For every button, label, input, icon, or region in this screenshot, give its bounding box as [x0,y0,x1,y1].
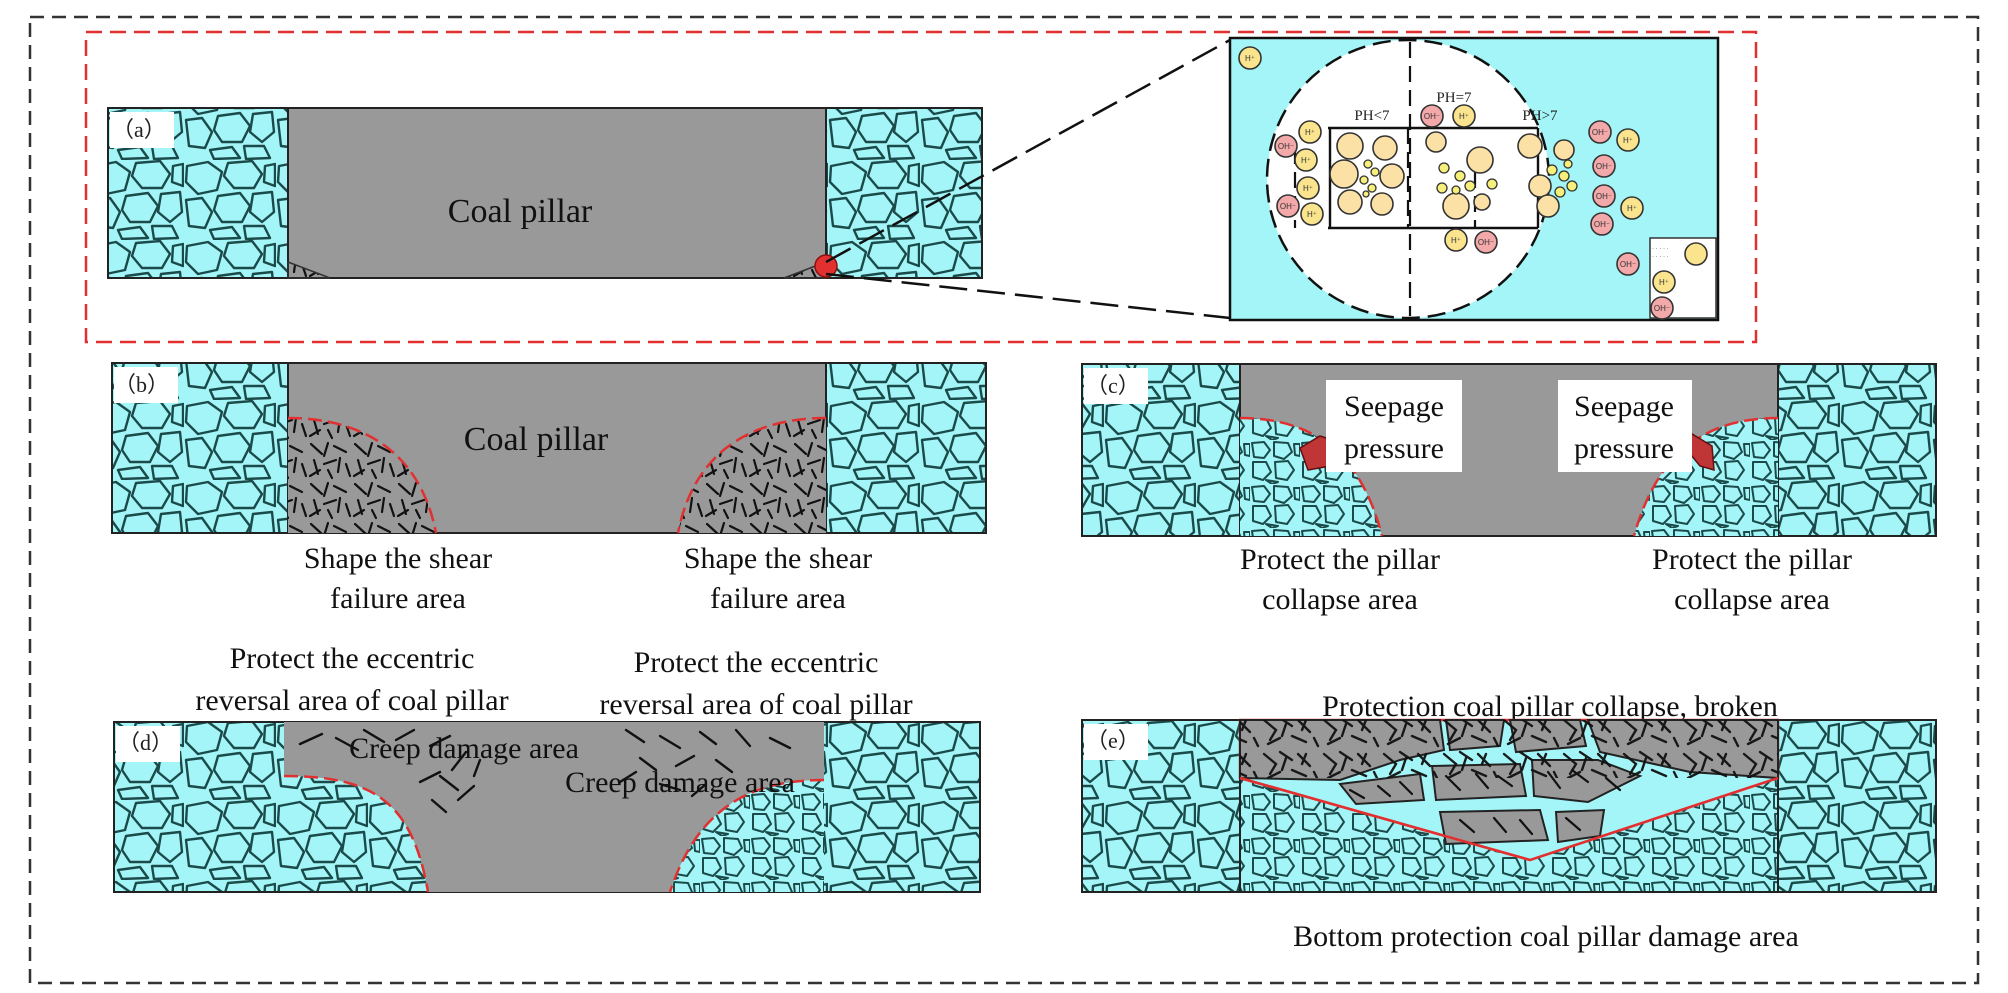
panel-b-pillar-label: Coal pillar [464,421,609,458]
creep-damage-right: Creep damage area [565,766,795,799]
panel-d-caption-right-line2: reversal area of coal pillar [599,688,912,721]
ion-oh-label: OH⁻ [1596,192,1612,201]
ion-h-label: H⁺ [1623,136,1633,145]
ion-h-label: H⁺ [1245,54,1255,63]
ion-oh-label: OH⁻ [1278,142,1294,151]
ph-label-neutral: PH=7 [1436,90,1472,106]
seepage-right-line1: Seepage [1574,390,1674,423]
panel-b-caption-left-line1: Shape the shear [304,542,492,575]
panel-d-caption-left-line1: Protect the eccentric [230,642,475,675]
ion-h-label: H⁺ [1301,156,1311,165]
seepage-right-line2: pressure [1574,432,1674,465]
ion-h-label: H⁺ [1307,210,1317,219]
panel-e-label: （e） [1086,728,1140,753]
ion-h-label: H⁺ [1459,112,1469,121]
ion-oh-label: OH⁻ [1596,162,1612,171]
panel-d-label: （d） [118,730,173,755]
panel-b-caption-left-line2: failure area [330,582,466,615]
ion-oh-label: OH⁻ [1654,304,1670,313]
panel-c-caption-left-line2: collapse area [1262,583,1418,616]
panel-b: （b） Coal pillar Shape the shear failure … [111,362,987,615]
ion-h-label: H⁺ [1303,184,1313,193]
svg-text:· · · · ·: · · · · · [1652,246,1669,252]
seepage-left-line2: pressure [1344,432,1444,465]
panel-b-caption-right-line2: failure area [710,582,846,615]
ph-label-alkaline: PH>7 [1522,108,1558,124]
panel-e-caption-top: Protection coal pillar collapse, broken [1322,690,1778,723]
panel-c-caption-left-line1: Protect the pillar [1240,543,1440,576]
svg-text:· · · · ·: · · · · · [1652,254,1669,260]
panel-c-label: （c） [1086,373,1140,398]
panel-e-caption-bottom: Bottom protection coal pillar damage are… [1293,920,1799,953]
panel-c-caption-right-line2: collapse area [1674,583,1830,616]
panel-a-pillar-label: Coal pillar [448,193,593,230]
ion-h-label: H⁺ [1305,128,1315,137]
ph-label-acid: PH<7 [1354,108,1390,124]
panel-d-caption-left-line2: reversal area of coal pillar [195,684,508,717]
ion-h-label: H⁺ [1627,204,1637,213]
panel-d: Protect the eccentric reversal area of c… [113,642,981,893]
ion-h-label: H⁺ [1659,278,1669,287]
panel-b-label: （b） [114,372,169,397]
panel-d-caption-right-line1: Protect the eccentric [634,646,879,679]
ion-oh-label: OH⁻ [1620,260,1636,269]
seepage-left-line1: Seepage [1344,390,1444,423]
ion-oh-label: OH⁻ [1594,220,1610,229]
panel-c: （c） Seepage pressure Seepage pressure Pr… [1081,363,1937,616]
panel-a-label: （a） [112,117,166,142]
panel-e: Protection coal pillar collapse, broken [1081,690,1937,953]
panel-b-caption-right-line1: Shape the shear [684,542,872,575]
ion-oh-label: OH⁻ [1280,202,1296,211]
panel-a: （a） Coal pillar [107,38,1231,320]
creep-damage-left: Creep damage area [349,732,579,765]
panel-c-caption-right-line1: Protect the pillar [1652,543,1852,576]
ion-oh-label: OH⁻ [1592,128,1608,137]
ion-oh-label: OH⁻ [1478,238,1494,247]
ph-zoom-inset: PH<7 PH=7 PH>7 [1228,36,1720,322]
ion-oh-label: OH⁻ [1424,112,1440,121]
ion-h-label: H⁺ [1451,236,1461,245]
